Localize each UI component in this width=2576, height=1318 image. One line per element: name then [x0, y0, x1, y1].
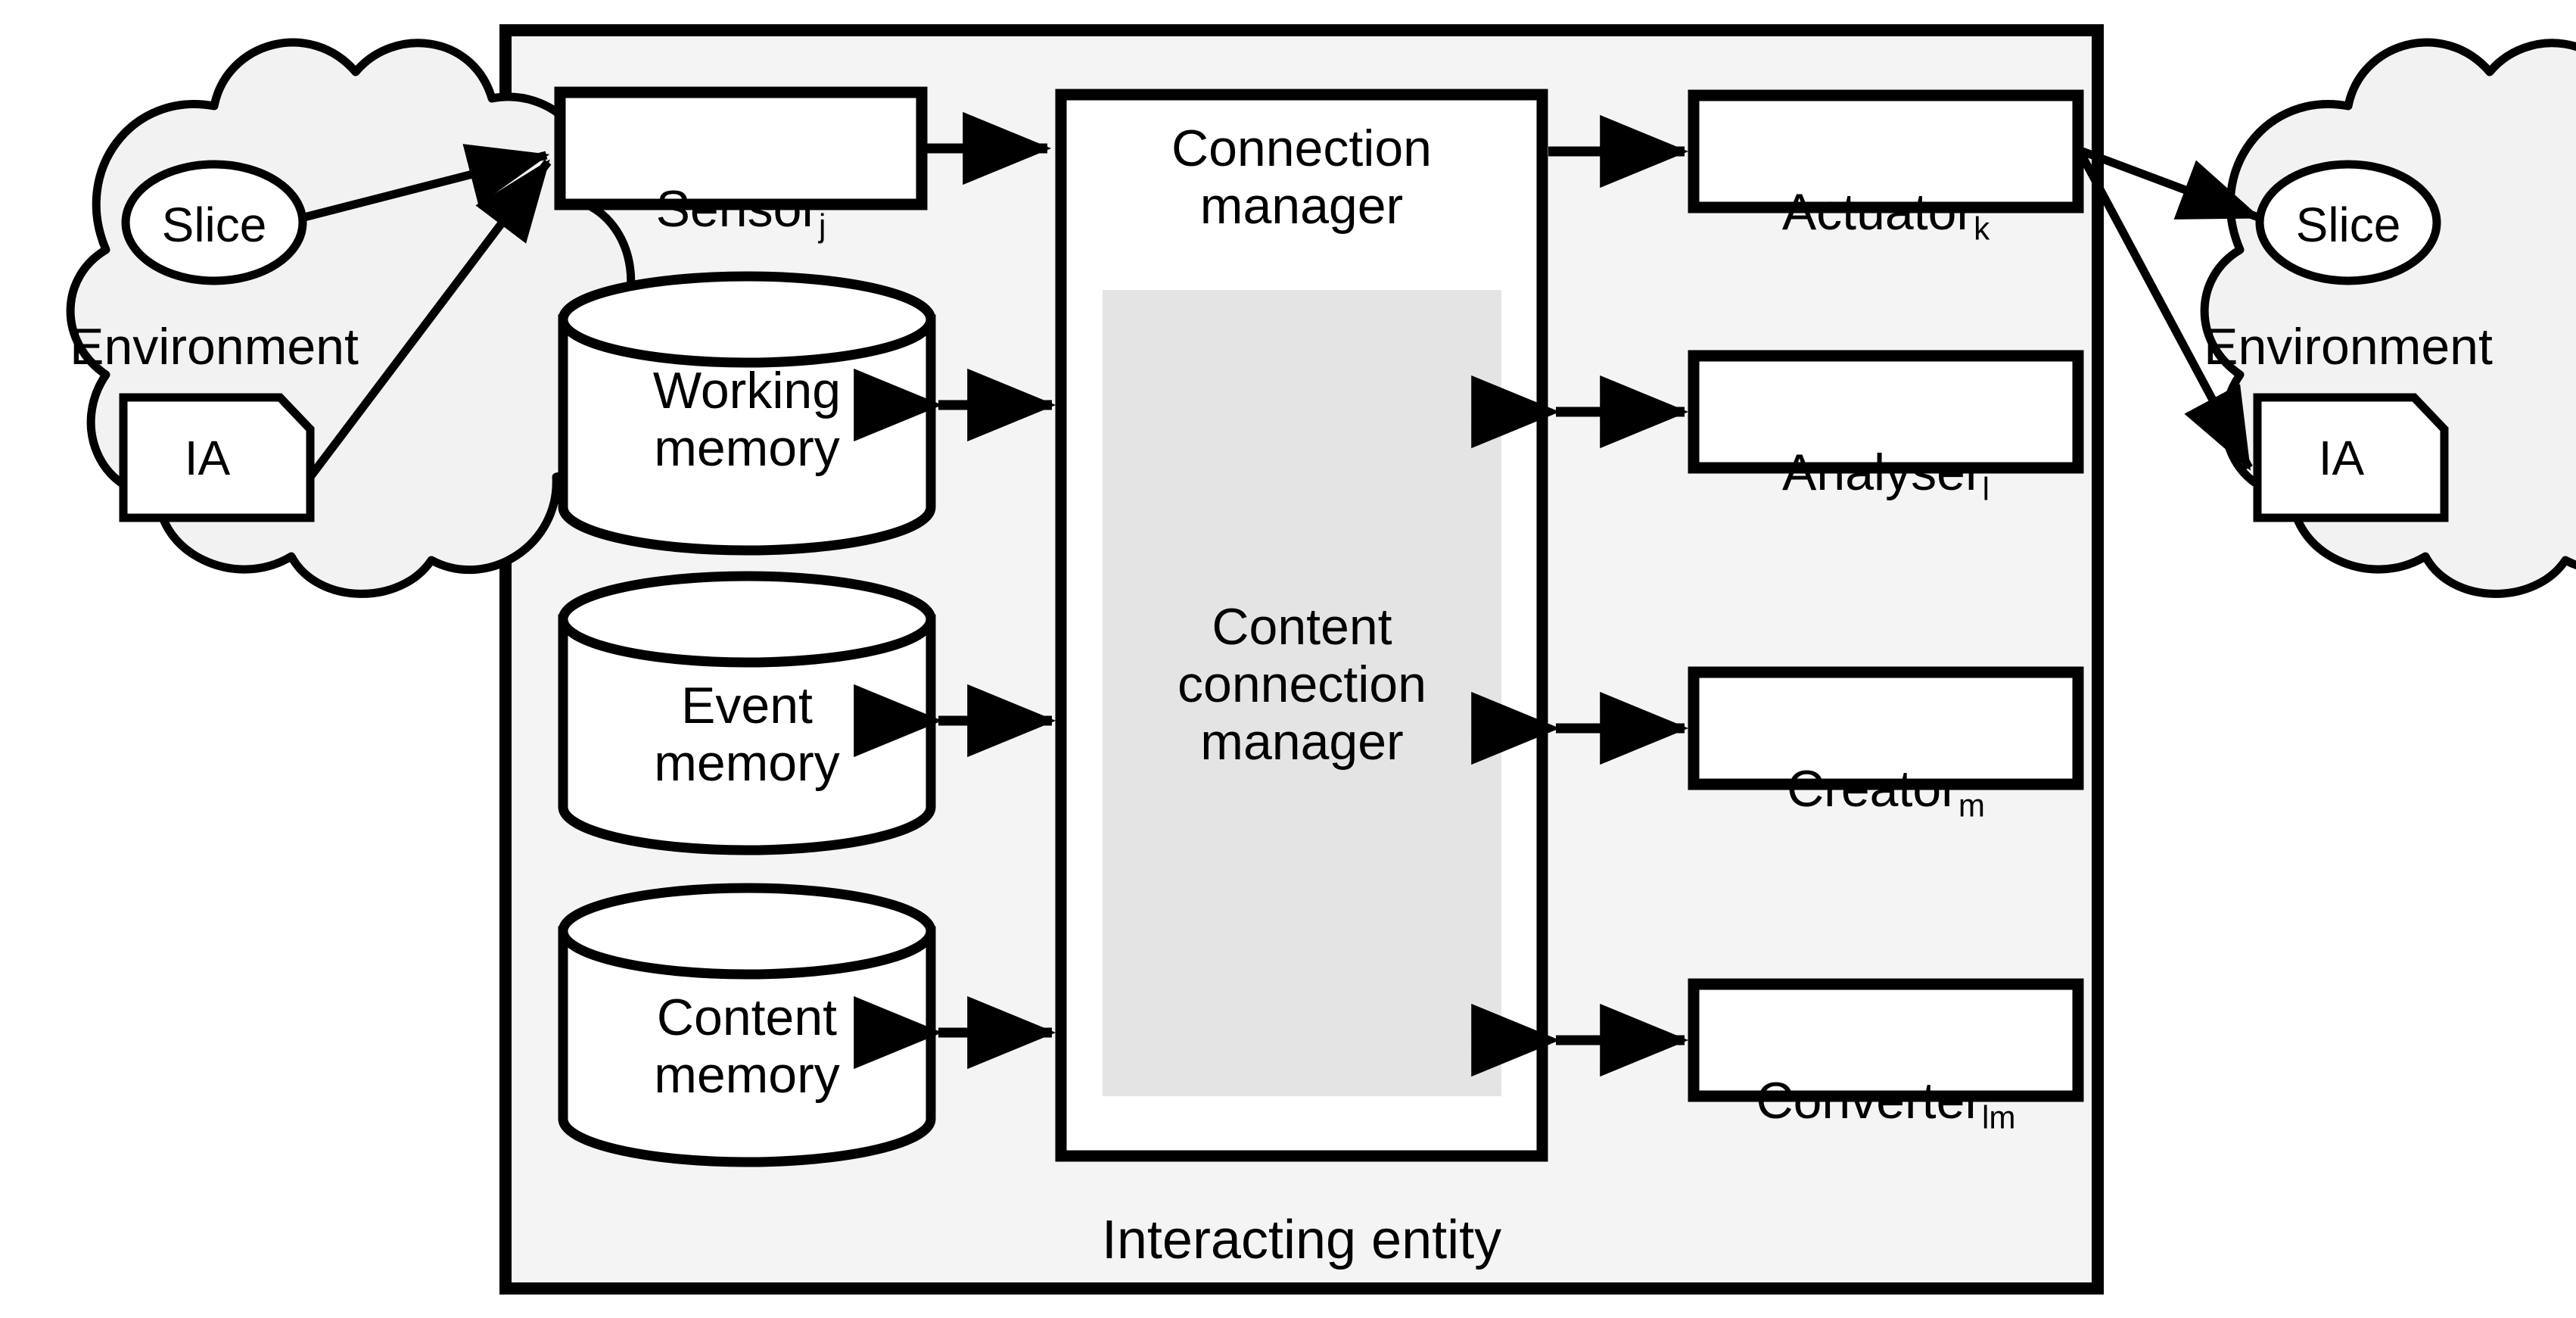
- content-memory-cylinder-shape[interactable]: [558, 883, 936, 1167]
- converter-box[interactable]: [1688, 978, 2084, 1102]
- right-slice-ellipse: [2255, 160, 2441, 285]
- actuator-box[interactable]: [1688, 89, 2084, 213]
- right-ia-document-shape: [2253, 393, 2449, 522]
- working-memory-cylinder-shape[interactable]: [558, 271, 936, 556]
- left-slice-ellipse: [121, 160, 307, 285]
- edge-actuator-to-right-slice: [2081, 147, 2262, 222]
- right-environment-cloud-shape: [2200, 38, 2576, 598]
- analyser-box[interactable]: [1688, 350, 2084, 474]
- event-memory-cylinder-shape[interactable]: [558, 571, 936, 855]
- sensor-box[interactable]: [554, 86, 928, 210]
- creator-box[interactable]: [1688, 666, 2084, 790]
- edge-actuator-to-right-ia: [2079, 154, 2253, 471]
- left-environment-cloud-shape: [66, 38, 636, 598]
- left-ia-document-shape: [119, 393, 315, 522]
- edge-left-ia-to-sensor: [306, 159, 552, 480]
- content-connection-manager-panel[interactable]: [1103, 290, 1501, 1096]
